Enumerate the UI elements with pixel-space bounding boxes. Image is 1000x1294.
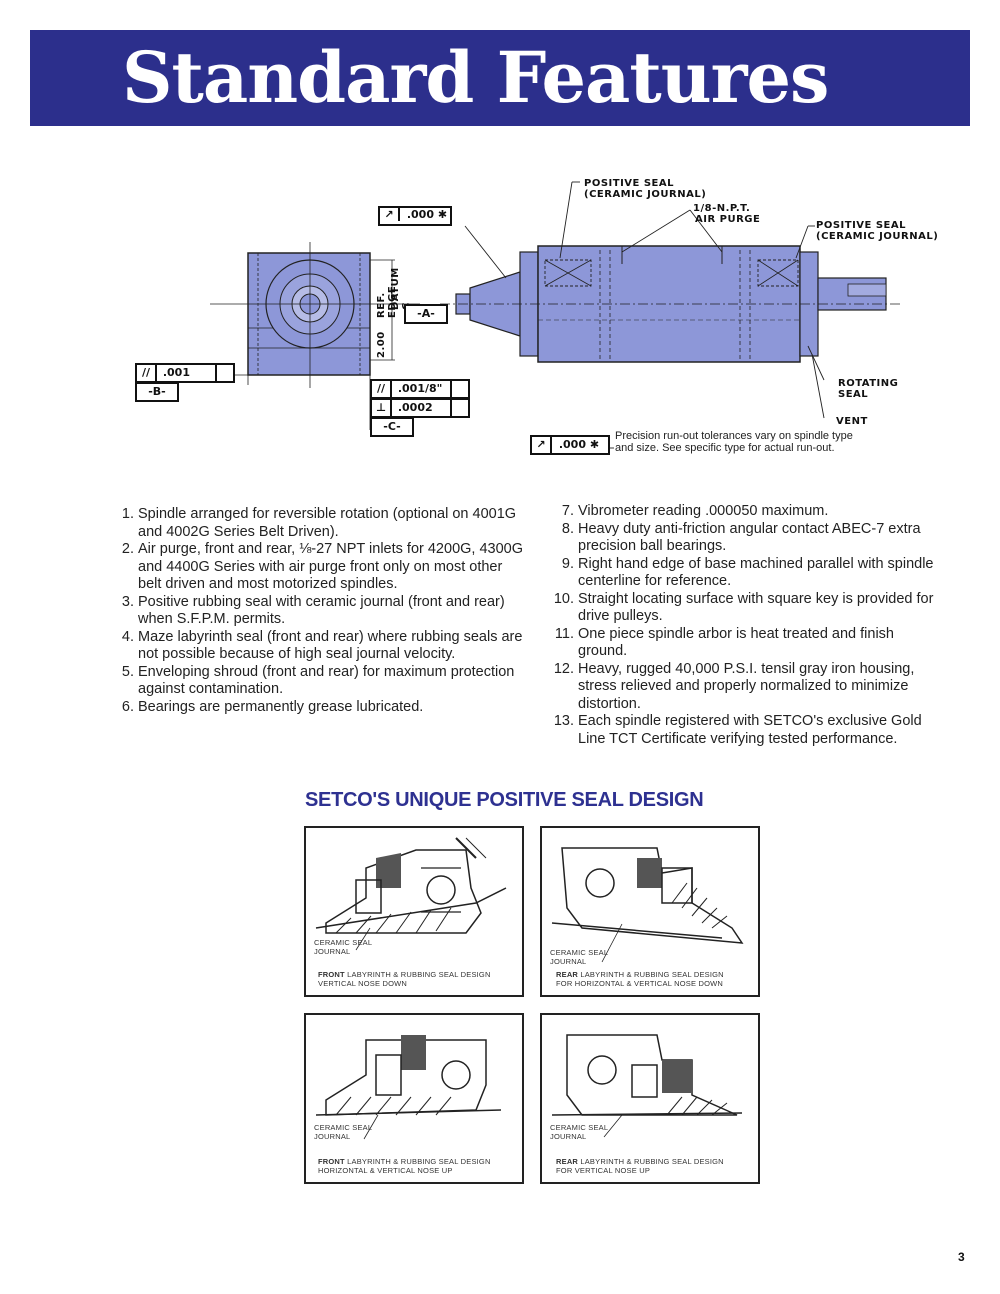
rotating-seal-label: ROTATING SEAL [838,378,899,400]
feature-item: 12.Heavy, rugged 40,000 P.S.I. tensil gr… [554,660,943,714]
feature-item: 3.Positive rubbing seal with ceramic jou… [118,594,528,629]
seal-panel-front-nose-down: CERAMIC SEAL JOURNAL FRONT LABYRINTH & R… [304,826,524,997]
seal-caption: FRONT LABYRINTH & RUBBING SEAL DESIGN VE… [318,970,491,988]
feature-text: Enveloping shroud (front and rear) for m… [138,663,515,698]
features-list-left: 1.Spindle arranged for reversible rotati… [118,506,528,716]
feature-item: 5.Enveloping shroud (front and rear) for… [118,664,528,699]
feature-number: 13. [553,713,574,729]
parallel-icon: // [137,365,157,381]
feature-text: Heavy, rugged 40,000 P.S.I. tensil gray … [578,660,915,712]
datum-c-frame: -C- [370,417,414,437]
dimension-label: 2.00 [376,331,387,358]
seal-panel-rear-nose-down: CERAMIC SEAL JOURNAL REAR LABYRINTH & RU… [540,826,760,997]
datum-c-label: DATUM C [390,267,412,310]
seal-drawing-rear-nose-up [551,1034,743,1138]
feature-item: 6.Bearings are permanently grease lubric… [118,699,528,717]
feature-text: One piece spindle arbor is heat treated … [578,625,894,660]
feature-number: 5. [121,663,134,680]
feature-number: 3. [121,593,134,610]
feature-text: Maze labyrinth seal (front and rear) whe… [138,628,523,663]
positive-seal-top-label: POSITIVE SEAL (CERAMIC JOURNAL) [584,178,707,200]
feature-item: 1.Spindle arranged for reversible rotati… [118,506,528,541]
feature-text: Air purge, front and rear, ⅛-27 NPT inle… [138,541,524,592]
spindle-drawing-svg [210,181,900,449]
seal-drawing-front-nose-down [315,837,507,951]
seal-caption: REAR LABYRINTH & RUBBING SEAL DESIGN FOR… [556,970,724,988]
seal-panel-front-nose-up: CERAMIC SEAL JOURNAL FRONT LABYRINTH & R… [304,1013,524,1184]
feature-number: 1. [121,506,134,522]
runout-icon: ↗ [380,208,400,221]
feature-text: Each spindle registered with SETCO's exc… [578,713,922,747]
seal-caption: FRONT LABYRINTH & RUBBING SEAL DESIGN HO… [318,1157,491,1175]
feature-number: 4. [121,628,134,645]
ceramic-seal-label: CERAMIC SEAL JOURNAL [314,938,373,956]
seal-caption: REAR LABYRINTH & RUBBING SEAL DESIGN FOR… [556,1157,724,1175]
page-title: Standard Features [122,36,829,119]
air-purge-label: 1/8-N.P.T. AIR PURGE [693,203,761,225]
parallel-icon: // [372,381,392,397]
seal-drawing-rear-nose-down [551,847,744,963]
ceramic-seal-label: CERAMIC SEAL JOURNAL [314,1123,373,1141]
runout-note: Precision run-out tolerances vary on spi… [615,430,853,454]
feature-number: 7. [561,503,574,519]
runout-frame-top: ↗ .000 ✱ [378,206,452,226]
ref-edge-label: REF. EDGE [376,285,398,318]
features-list-right: 7.Vibrometer reading .000050 maximum.8.H… [554,503,943,748]
runout-icon: ↗ [532,437,552,453]
feature-number: 12. [553,660,574,677]
feature-number: 8. [561,520,574,537]
parallelism-c-frame: // .001/8" A [370,379,470,411]
feature-item: 7.Vibrometer reading .000050 maximum. [558,503,943,521]
runout-frame-bottom: ↗ .000 ✱ [530,435,610,455]
asterisk-icon: ✱ [433,208,448,221]
spindle-drawing: POSITIVE SEAL (CERAMIC JOURNAL) 1/8-N.P.… [0,160,1000,490]
feature-number: 11. [554,625,574,642]
feature-text: Heavy duty anti-friction angular contact… [578,520,921,555]
feature-item: 2.Air purge, front and rear, ⅛-27 NPT in… [118,541,528,594]
feature-item: 8.Heavy duty anti-friction angular conta… [558,521,943,556]
feature-number: 10. [553,590,574,607]
feature-text: Vibrometer reading .000050 maximum. [578,503,829,519]
feature-number: 6. [121,698,134,715]
feature-number: 2. [121,541,134,557]
datum-b-frame: -B- [135,382,179,402]
ceramic-seal-label: CERAMIC SEAL JOURNAL [550,1123,609,1141]
vent-label: VENT [836,416,868,427]
positive-seal-right-label: POSITIVE SEAL (CERAMIC JOURNAL) [816,220,939,242]
feature-text: Bearings are permanently grease lubricat… [138,698,424,715]
end-view [210,242,420,430]
page-number: 3 [958,1250,965,1264]
side-view [440,181,900,449]
seal-section-title: SETCO'S UNIQUE POSITIVE SEAL DESIGN [305,789,704,811]
feature-text: Positive rubbing seal with ceramic journ… [138,593,505,628]
ceramic-seal-label: CERAMIC SEAL JOURNAL [550,948,609,966]
feature-number: 9. [561,555,574,572]
header-banner: Standard Features [30,30,970,126]
feature-item: 10.Straight locating surface with square… [554,590,943,626]
feature-item: 4.Maze labyrinth seal (front and rear) w… [118,629,528,664]
asterisk-icon: ✱ [585,438,600,451]
perpendicularity-frame: ⊥ .0002 B [370,398,470,430]
feature-item: 13.Each spindle registered with SETCO's … [554,713,943,748]
feature-item: 9.Right hand edge of base machined paral… [558,556,943,591]
parallelism-b-frame: // .001 A [135,363,235,395]
datum-a-frame: -A- [404,304,448,324]
feature-text: Right hand edge of base machined paralle… [578,555,934,590]
seal-panel-rear-nose-up: CERAMIC SEAL JOURNAL REAR LABYRINTH & RU… [540,1013,760,1184]
feature-text: Straight locating surface with square ke… [578,590,934,625]
feature-item: 11.One piece spindle arbor is heat treat… [554,625,943,661]
perpendicular-icon: ⊥ [372,400,392,416]
seal-drawing-front-nose-up [315,1035,502,1140]
feature-text: Spindle arranged for reversible rotation… [138,506,517,540]
